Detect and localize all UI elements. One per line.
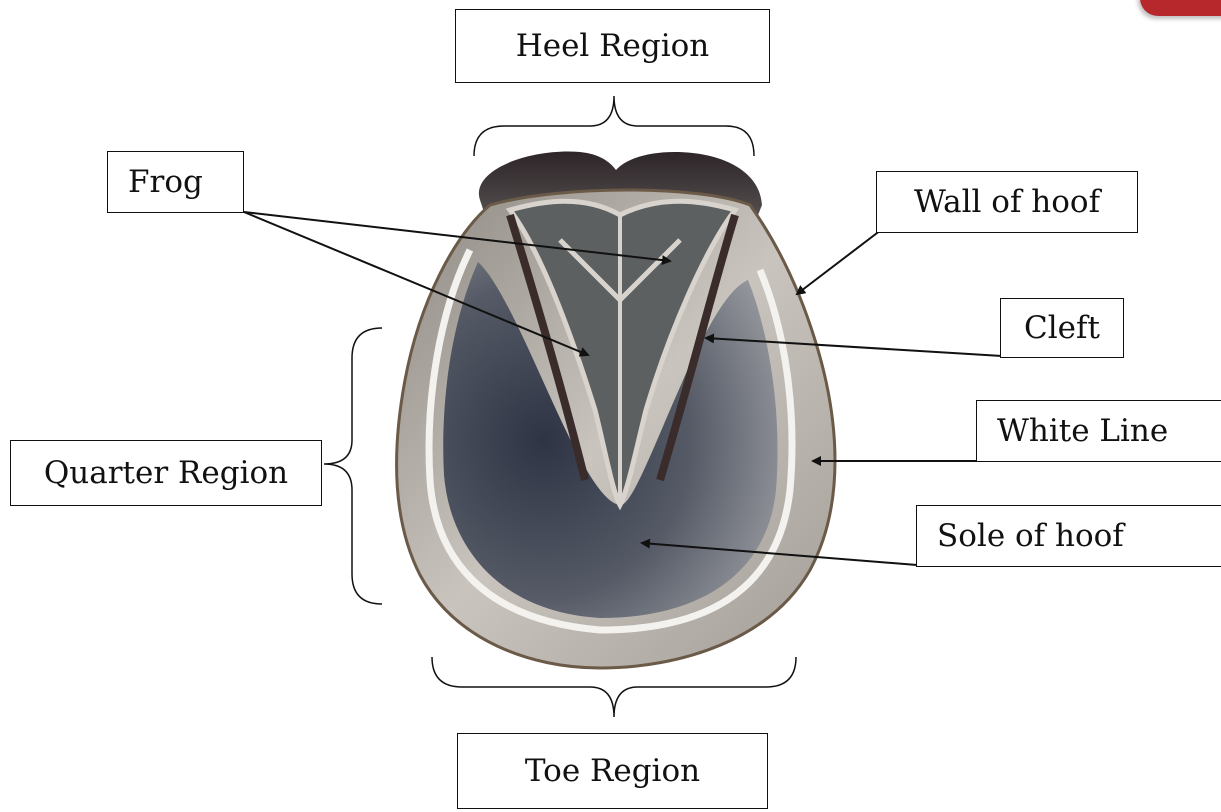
wall-of-hoof-label: Wall of hoof	[876, 171, 1138, 233]
frog-label: Frog	[107, 151, 244, 213]
heel-region-label: Heel Region	[455, 9, 770, 83]
wall-arrow	[797, 230, 881, 294]
heel-bracket	[474, 96, 754, 156]
quarter-region-label: Quarter Region	[10, 440, 322, 506]
toe-region-label: Toe Region	[457, 733, 768, 809]
white-line-label: White Line	[976, 400, 1221, 462]
cleft-label: Cleft	[1000, 298, 1124, 358]
sole-of-hoof-label: Sole of hoof	[916, 505, 1221, 567]
quarter-bracket	[324, 328, 382, 604]
